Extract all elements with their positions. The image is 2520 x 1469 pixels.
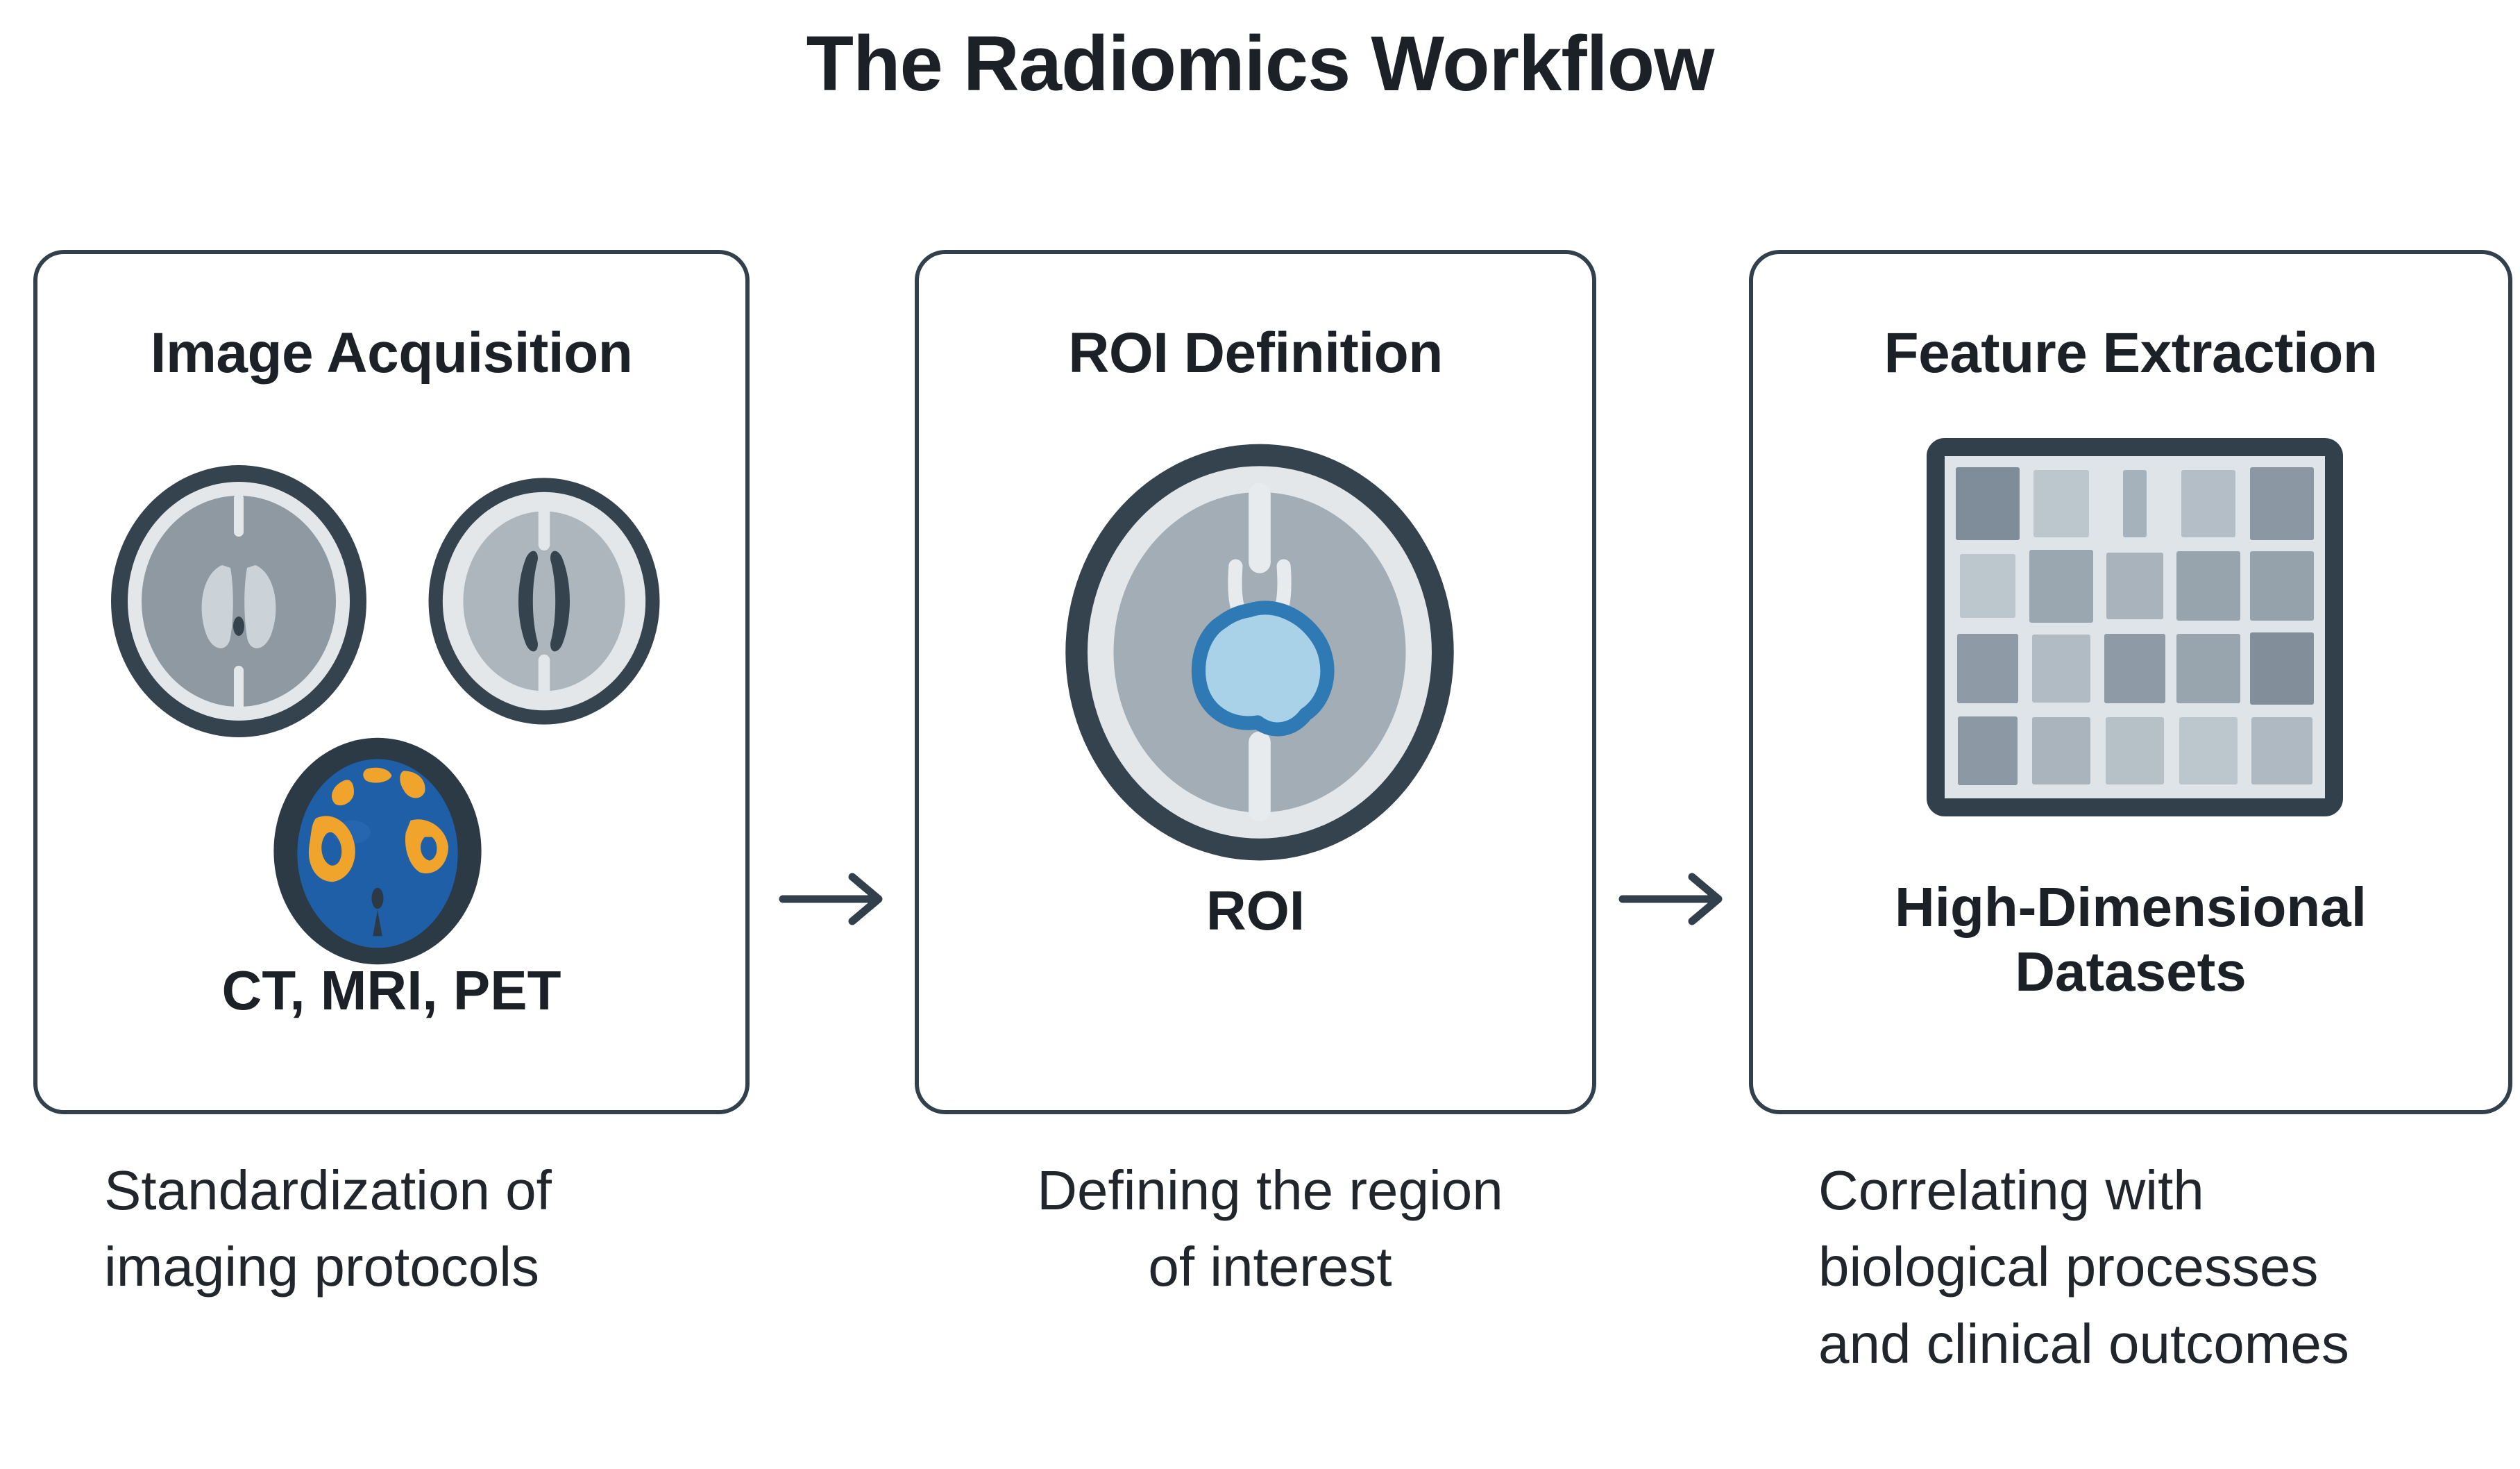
step-heading-feature-extraction: Feature Extraction xyxy=(1884,321,2378,385)
ct-scan-icon xyxy=(111,465,366,737)
feature-matrix-cell xyxy=(2176,633,2240,704)
step-heading-roi-definition: ROI Definition xyxy=(1068,321,1443,385)
page-title: The Radiomics Workflow xyxy=(806,20,1715,107)
step-sublabel-modalities: CT, MRI, PET xyxy=(221,959,561,1021)
feature-matrix-cell xyxy=(2250,632,2314,705)
mri-scan-icon xyxy=(428,478,660,725)
arrow-right-icon-step1-step2 xyxy=(779,873,883,925)
feature-matrix-cell xyxy=(2251,717,2313,784)
feature-matrix-cell xyxy=(2176,551,2240,621)
sublabel-line: High-Dimensional xyxy=(1894,876,2367,938)
step-card-image-acquisition[interactable]: Image Acquisition xyxy=(33,250,750,1114)
feature-matrix-cell xyxy=(2181,470,2235,537)
feature-matrix-cell xyxy=(2105,717,2165,784)
feature-matrix-cell xyxy=(2179,717,2238,784)
step-card-feature-extraction[interactable]: Feature Extraction High-Dimensional Data… xyxy=(1749,250,2512,1114)
feature-matrix-heatmap xyxy=(1927,438,2343,816)
feature-matrix-cell xyxy=(2031,717,2091,784)
step-heading-image-acquisition: Image Acquisition xyxy=(150,321,633,385)
sublabel-line: Datasets xyxy=(2015,940,2247,1002)
arrow-right-icon-step2-step3 xyxy=(1618,873,1723,925)
feature-matrix-cell xyxy=(2031,634,2091,703)
feature-matrix-cell xyxy=(1956,467,2020,540)
pet-scan-icon xyxy=(273,737,482,965)
feature-matrix-cell xyxy=(1959,554,2016,619)
feature-matrix-frame xyxy=(1927,438,2343,816)
step-card-roi-definition[interactable]: ROI Definition ROI xyxy=(915,250,1596,1114)
step-sublabel-high-dimensional-datasets: High-Dimensional Datasets xyxy=(1753,875,2508,1005)
feature-matrix-cell xyxy=(2104,633,2166,704)
caption-line: Correlating with xyxy=(1818,1159,2204,1221)
feature-matrix-cell xyxy=(2106,552,2164,620)
step-caption-image-acquisition: Standardization of imaging protocols xyxy=(104,1152,729,1306)
workflow-steps-row: Image Acquisition xyxy=(0,250,2520,1118)
caption-line: Defining the region xyxy=(1037,1159,1503,1221)
feature-matrix-cell xyxy=(2250,467,2314,540)
step-caption-roi-definition: Defining the region of interest xyxy=(972,1152,1568,1306)
feature-matrix-cell xyxy=(2250,551,2314,621)
feature-matrix-cell xyxy=(2029,549,2093,623)
caption-line: biological processes xyxy=(1818,1236,2319,1298)
feature-matrix-cell xyxy=(1956,633,2019,704)
feature-matrix-cell xyxy=(2033,470,2090,537)
feature-matrix-cells xyxy=(1956,467,2314,787)
feature-matrix-cell xyxy=(2123,470,2147,537)
caption-line: Standardization of xyxy=(104,1159,552,1221)
feature-matrix-cell xyxy=(1957,716,2018,785)
step-caption-feature-extraction: Correlating with biological processes an… xyxy=(1818,1152,2519,1382)
roi-brain-slice-icon xyxy=(1065,444,1454,861)
step-sublabel-roi: ROI xyxy=(1206,880,1305,941)
caption-line: imaging protocols xyxy=(104,1236,539,1298)
caption-line: and clinical outcomes xyxy=(1818,1312,2349,1375)
caption-line: of interest xyxy=(1148,1236,1392,1298)
